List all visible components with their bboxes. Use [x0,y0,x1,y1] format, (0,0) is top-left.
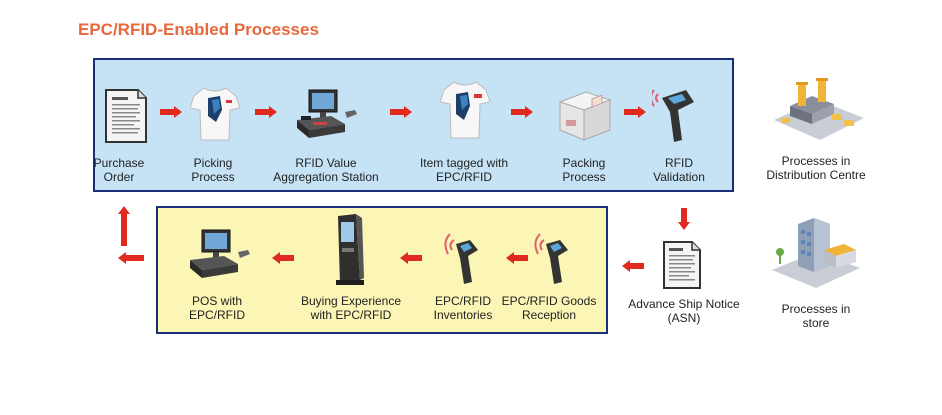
arrow-right-icon [511,106,533,118]
arrow-left-icon [272,252,294,264]
tshirt-icon [190,86,240,142]
arrow-up-icon [118,206,130,246]
arrow-right-icon [390,106,412,118]
arrow-right-icon [160,106,182,118]
box-icon [556,86,612,142]
arrow-left-icon [622,260,644,272]
pos-terminal-icon [186,226,252,284]
arrow-left-icon [506,252,528,264]
arrow-down-icon [678,208,690,230]
tagged-tshirt-icon [440,80,490,140]
distribution-centre-icon [768,76,868,142]
arrow-right-icon [624,106,646,118]
pos-station-icon [293,86,359,142]
store-building-icon [768,214,864,290]
arrow-left-icon [118,252,144,264]
asn-label: Advance Ship Notice(ASN) [628,297,740,325]
document-icon [104,88,148,144]
rfid-reader-icon [652,84,696,144]
rfid-reader-icon [528,230,572,286]
kiosk-icon [330,214,366,286]
arrow-left-icon [400,252,422,264]
rfid-reader-icon [438,230,482,286]
diagram-title: EPC/RFID-Enabled Processes [78,20,319,39]
distribution-centre-box [93,58,734,192]
arrow-right-icon [255,106,277,118]
asn-document-icon [662,240,702,290]
